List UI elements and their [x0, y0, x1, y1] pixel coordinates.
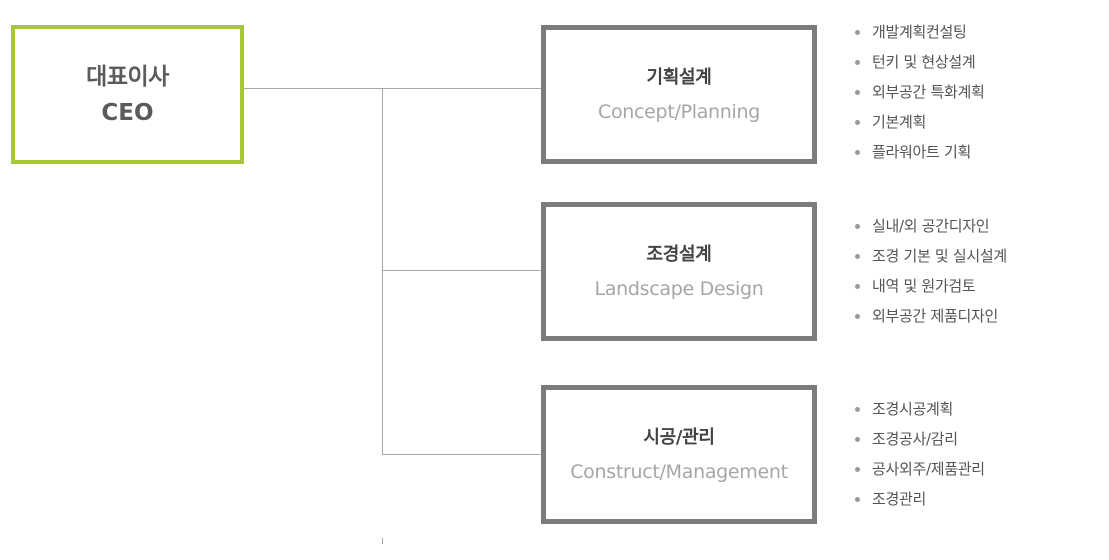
connector-trunk-vertical: [382, 88, 383, 455]
list-item-label: 외부공간 제품디자인: [872, 307, 998, 325]
dept-subtitle: Landscape Design: [594, 277, 764, 300]
list-item: 조경관리: [855, 484, 985, 514]
dept-box-construct: 시공/관리 Construct/Management: [541, 385, 817, 524]
dept-box-planning: 기획설계 Concept/Planning: [541, 25, 817, 164]
dept-title: 조경설계: [646, 243, 712, 265]
list-item: 턴키 및 현상설계: [855, 47, 984, 77]
bullet-icon: [855, 59, 860, 65]
list-item-label: 개발계획컨설팅: [872, 23, 967, 41]
dept-items-construct: 조경시공계획 조경공사/감리 공사외주/제품관리 조경관리: [855, 394, 985, 514]
list-item: 조경공사/감리: [855, 424, 985, 454]
list-item-label: 내역 및 원가검토: [872, 277, 976, 295]
list-item: 조경시공계획: [855, 394, 985, 424]
bullet-icon: [855, 436, 860, 442]
ceo-title: 대표이사: [86, 63, 169, 90]
ceo-box: 대표이사 CEO: [11, 25, 244, 164]
list-item-label: 플라워아트 기획: [872, 143, 971, 161]
bullet-icon: [855, 283, 860, 289]
list-item-label: 기본계획: [872, 113, 927, 131]
bullet-icon: [855, 119, 860, 125]
bullet-icon: [855, 496, 860, 502]
list-item: 개발계획컨설팅: [855, 17, 984, 47]
list-item-label: 조경공사/감리: [872, 430, 958, 448]
bullet-icon: [855, 406, 860, 412]
connector-stub-bottom: [382, 538, 383, 544]
list-item-label: 조경관리: [872, 490, 927, 508]
list-item: 플라워아트 기획: [855, 137, 984, 167]
list-item-label: 조경 기본 및 실시설계: [872, 247, 1007, 265]
dept-title: 시공/관리: [643, 426, 715, 448]
bullet-icon: [855, 149, 860, 155]
list-item: 공사외주/제품관리: [855, 454, 985, 484]
connector-branch-planning: [382, 88, 541, 89]
bullet-icon: [855, 466, 860, 472]
list-item-label: 외부공간 특화계획: [872, 83, 985, 101]
list-item-label: 공사외주/제품관리: [872, 460, 985, 478]
list-item: 기본계획: [855, 107, 984, 137]
list-item-label: 턴키 및 현상설계: [872, 53, 976, 71]
dept-items-planning: 개발계획컨설팅 턴키 및 현상설계 외부공간 특화계획 기본계획 플라워아트 기…: [855, 17, 985, 167]
list-item-label: 조경시공계획: [872, 400, 954, 418]
bullet-icon: [855, 29, 860, 35]
dept-subtitle: Concept/Planning: [597, 100, 761, 123]
list-item: 실내/외 공간디자인: [855, 211, 1007, 241]
bullet-icon: [855, 89, 860, 95]
dept-title: 기획설계: [646, 66, 712, 88]
list-item-label: 실내/외 공간디자인: [872, 217, 990, 235]
bullet-icon: [855, 223, 860, 229]
bullet-icon: [855, 253, 860, 259]
list-item: 외부공간 제품디자인: [855, 301, 1007, 331]
bullet-icon: [855, 313, 860, 319]
connector-ceo-horizontal: [244, 88, 383, 89]
dept-box-design: 조경설계 Landscape Design: [541, 202, 817, 341]
dept-subtitle: Construct/Management: [570, 460, 788, 483]
list-item: 조경 기본 및 실시설계: [855, 241, 1007, 271]
connector-branch-design: [382, 270, 541, 271]
ceo-subtitle: CEO: [101, 99, 154, 126]
list-item: 내역 및 원가검토: [855, 271, 1007, 301]
connector-branch-construct: [382, 454, 541, 455]
list-item: 외부공간 특화계획: [855, 77, 985, 107]
dept-items-design: 실내/외 공간디자인 조경 기본 및 실시설계 내역 및 원가검토 외부공간 제…: [855, 211, 1007, 331]
